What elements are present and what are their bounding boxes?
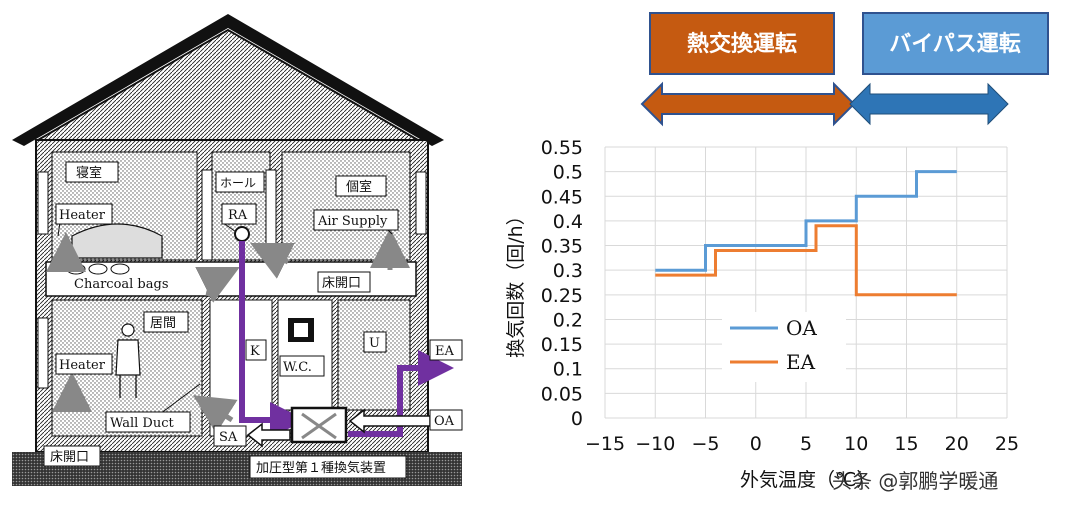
label-sa: SA — [219, 430, 238, 445]
charcoal-bags-shape — [66, 263, 130, 275]
y-tick-label: 0.15 — [541, 334, 583, 356]
y-tick-label: 0.05 — [541, 383, 583, 405]
y-tick-labels: 0 0.050.1 0.15 0.20.25 0.30.35 0.4 0.450.5 0.55 — [541, 137, 583, 430]
label-heater-lower: Heater — [59, 358, 106, 373]
label-heater-upper: Heater — [59, 208, 106, 223]
series-line-ea — [655, 224, 957, 297]
house-diagram: 寝室 ホール 個室 Heater RA Air Supply Charcoal … — [12, 14, 463, 486]
ea-exhaust-duct — [348, 350, 454, 437]
x-tick-label: 5 — [800, 433, 812, 455]
label-floor-opening-lower: 床開口 — [50, 450, 89, 465]
mode-banner: 熱交換運転 バイパス運転 — [640, 12, 1049, 127]
windows — [37, 169, 427, 389]
label-bedroom: 寝室 — [76, 165, 102, 181]
x-tick-label: 20 — [945, 433, 969, 455]
y-axis-title: 換気回数（回/h） — [505, 206, 527, 357]
y-tick-label: 0.55 — [541, 137, 583, 159]
y-tick-label: 0.1 — [553, 359, 583, 381]
label-oa: OA — [434, 414, 455, 429]
house-labels: 寝室 ホール 個室 Heater RA Air Supply Charcoal … — [43, 161, 463, 479]
mode-bypass-box — [862, 12, 1049, 75]
watermark: 头条 @郭鹏学暖通 — [832, 469, 998, 493]
ra-return-duct — [234, 226, 306, 438]
x-axis-title: 外気温度（℃） — [740, 469, 875, 491]
y-tick-label: 0.2 — [553, 309, 583, 331]
legend-label-oa: OA — [786, 316, 817, 340]
x-tick-label: −15 — [585, 433, 625, 455]
private-room — [281, 151, 411, 261]
legend-box — [722, 312, 846, 382]
label-wc: W.C. — [283, 360, 312, 375]
y-tick-label: 0.35 — [541, 236, 583, 258]
label-charcoal-bags: Charcoal bags — [74, 277, 169, 292]
label-ea: EA — [435, 344, 454, 359]
x-tick-label: −10 — [635, 433, 675, 455]
y-tick-label: 0.3 — [553, 260, 583, 282]
y-tick-label: 0.5 — [553, 162, 583, 184]
x-tick-label: 0 — [750, 433, 762, 455]
series-line-oa — [655, 170, 957, 272]
x-tick-label: 25 — [995, 433, 1019, 455]
label-k: K — [250, 344, 260, 359]
oa-inlet-arrow — [348, 408, 431, 434]
sa-outlet-arrow — [246, 422, 291, 448]
ventilation-rate-chart: 0 0.050.1 0.15 0.20.25 0.30.35 0.4 0.450.5 0.55… — [505, 137, 1019, 491]
x-tick-labels: −15 −10 −5 0 5 10 15 20 25 — [585, 433, 1019, 455]
person-figure — [115, 323, 141, 398]
label-ra: RA — [228, 208, 248, 223]
chart-series — [655, 170, 957, 297]
label-hall: ホール — [220, 176, 256, 190]
y-tick-label: 0.45 — [541, 186, 583, 208]
mode-bypass-arrow — [849, 82, 1009, 126]
label-living: 居間 — [150, 316, 176, 331]
y-tick-label: 0.25 — [541, 285, 583, 307]
label-floor-opening-upper: 床開口 — [322, 276, 361, 291]
label-private-room: 個室 — [346, 179, 372, 195]
ventilation-device — [290, 406, 348, 444]
grey-airflow-arrows — [46, 228, 410, 434]
y-tick-label: 0.4 — [553, 211, 583, 233]
label-u: U — [369, 336, 380, 351]
chart-legend: OA EA — [722, 312, 846, 382]
x-tick-label: −5 — [691, 433, 719, 455]
mode-heat-exchange-label: 熱交換運転 — [687, 31, 797, 57]
x-tick-label: 15 — [894, 433, 918, 455]
mode-heat-exchange-box — [649, 12, 835, 75]
label-air-supply: Air Supply — [317, 214, 388, 229]
y-tick-label: 0 — [571, 408, 583, 430]
legend-label-ea: EA — [786, 350, 816, 374]
mode-heat-exchange-arrow — [640, 81, 856, 127]
roof — [12, 14, 444, 146]
x-tick-label: 10 — [844, 433, 868, 455]
label-wall-duct: Wall Duct — [110, 416, 175, 431]
mode-bypass-label: バイパス運転 — [889, 31, 1021, 57]
label-device: 加圧型第１種換気装置 — [256, 460, 386, 476]
wc-room — [277, 299, 333, 411]
